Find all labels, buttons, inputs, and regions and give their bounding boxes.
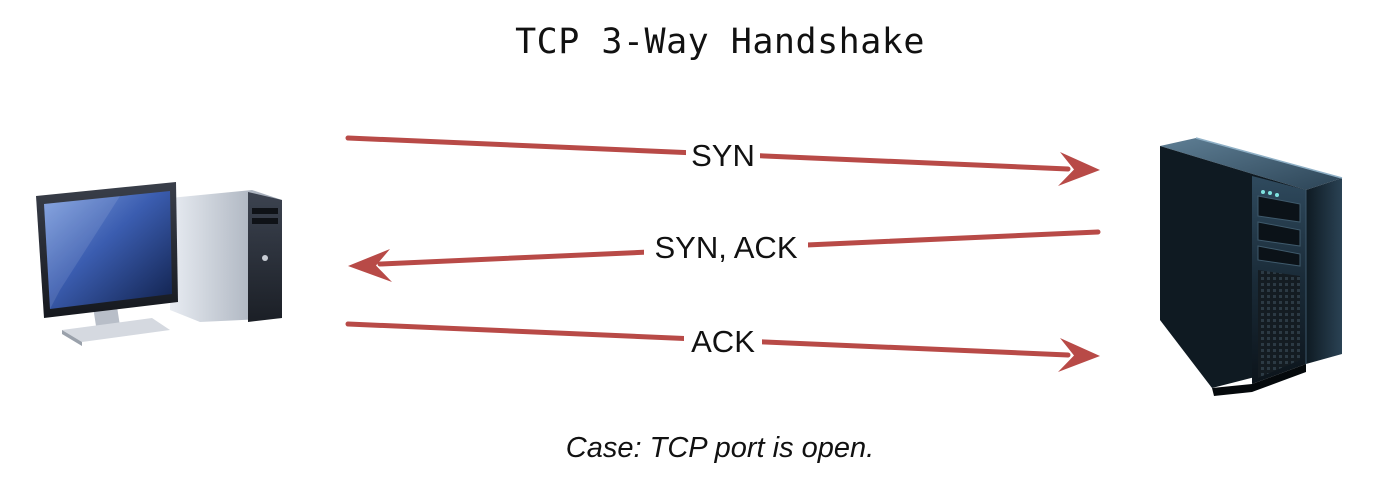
message-syn-ack-label: SYN, ACK [655,230,798,265]
desktop-computer-icon [36,182,282,346]
diagram-caption: Case: TCP port is open. [565,432,875,464]
message-ack-arrowhead [1058,338,1100,372]
message-ack-label: ACK [691,324,755,359]
server-tower-icon [1160,137,1343,396]
message-syn-ack: SYN, ACK [348,228,1101,282]
message-syn-ack-arrowhead [348,249,392,282]
message-ack: ACK [345,321,1100,372]
message-syn-label: SYN [691,138,755,173]
message-syn: SYN [345,135,1100,186]
diagram-title: TCP 3-Way Handshake [515,22,925,62]
message-syn-arrowhead [1058,152,1100,186]
